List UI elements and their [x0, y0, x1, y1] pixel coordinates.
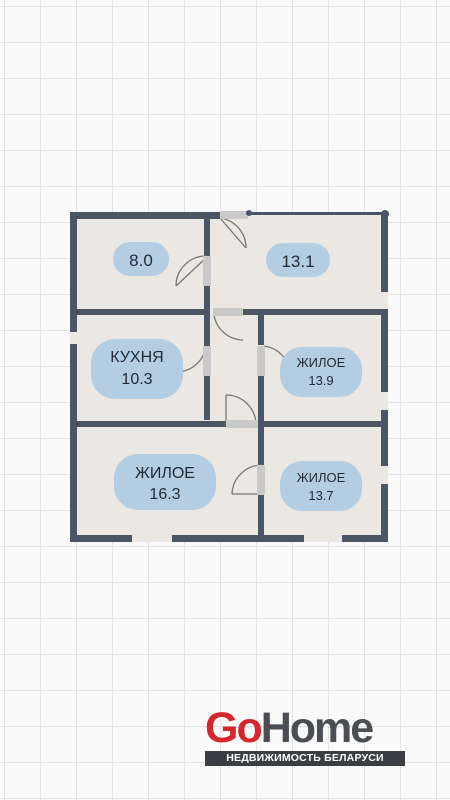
- room-label-room-a: 8.0: [113, 242, 169, 276]
- room-area: 10.3: [121, 371, 152, 388]
- room-area: 13.9: [308, 373, 333, 388]
- windows: [246, 210, 389, 218]
- door-living-2: [231, 464, 265, 495]
- room-label-bg: [113, 242, 169, 276]
- room-name: ЖИЛОЕ: [297, 470, 346, 485]
- room-area: 8.0: [129, 251, 153, 270]
- door-hall: [213, 308, 244, 341]
- door-bath: [225, 394, 258, 428]
- room-name: ЖИЛОЕ: [135, 465, 195, 482]
- room-label-bg: [280, 461, 362, 511]
- room-label-living-1: ЖИЛОЕ 13.9: [280, 347, 362, 397]
- gohome-logo: GoHome НЕДВИЖИМОСТЬ БЕЛАРУСИ: [205, 706, 405, 766]
- room-label-bg: [114, 454, 216, 510]
- room-label-kitchen: КУХНЯ 10.3: [91, 339, 183, 399]
- room-area: 13.7: [308, 488, 333, 503]
- room-label-living-2: ЖИЛОЕ 16.3: [114, 454, 216, 510]
- room-name: КУХНЯ: [110, 349, 163, 366]
- room-label-bg: [280, 347, 362, 397]
- room-label-living-3: ЖИЛОЕ 13.7: [280, 461, 362, 511]
- door-room-b: [219, 211, 248, 249]
- room-area: 16.3: [149, 486, 180, 503]
- logo-go: Go: [205, 704, 263, 752]
- room-label-bg: [266, 243, 330, 277]
- room-label-bg: [91, 339, 183, 399]
- door-room-a: [175, 255, 211, 287]
- logo-tagline: НЕДВИЖИМОСТЬ БЕЛАРУСИ: [205, 751, 405, 766]
- logo-wordmark: GoHome: [205, 706, 405, 750]
- room-name: ЖИЛОЕ: [297, 355, 346, 370]
- room-label-room-b: 13.1: [266, 243, 330, 277]
- walls: [70, 212, 388, 542]
- logo-home: Home: [260, 704, 374, 752]
- room-area: 13.1: [281, 252, 314, 271]
- doors: [175, 211, 291, 495]
